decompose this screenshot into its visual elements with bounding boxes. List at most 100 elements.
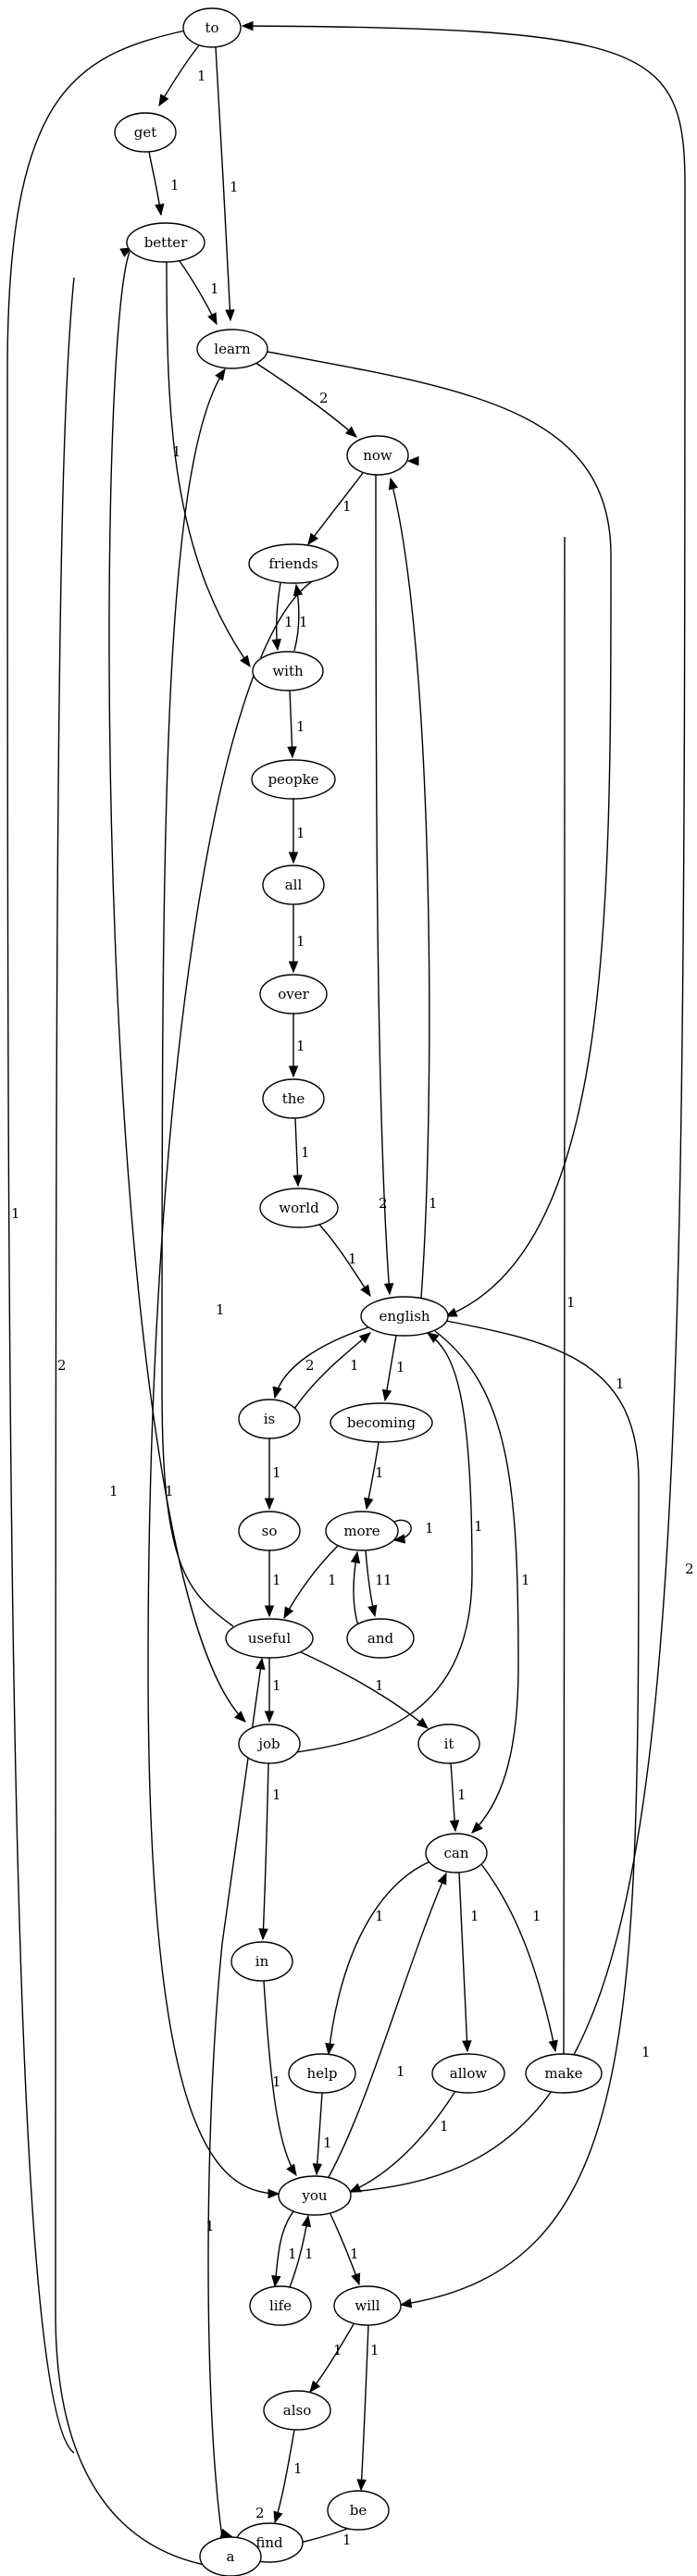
edge-it-to-can: 1 [449, 1762, 467, 1833]
edge-a-to-useful: 1 [205, 1657, 266, 2538]
node-learn: learn [196, 329, 268, 369]
arrowhead-icon [307, 532, 319, 546]
edge-line [400, 1320, 640, 2306]
edge-weight-label: 1 [641, 2044, 651, 2060]
edge-weight-label: 1 [272, 1786, 281, 1803]
node-ellipse [182, 7, 242, 48]
edge-line [458, 1872, 468, 2052]
edge-now-to-english: 2 [375, 474, 394, 1296]
edge-line [316, 2092, 323, 2175]
edge-weight-label: 1 [284, 614, 293, 630]
node-ellipse [425, 1833, 488, 1873]
edge-weight-label: 1 [197, 68, 206, 84]
edge-weight-label: 1 [370, 2342, 380, 2358]
edge-line [318, 1224, 371, 1297]
edge-to-to-find: 1 [6, 30, 233, 2538]
edge-weight-label: 1 [296, 1038, 305, 1054]
edge-better-to-with: 1 [166, 261, 251, 668]
edge-job-to-english: 1 [295, 1332, 483, 1753]
node-label: is [264, 1411, 276, 1427]
edge-can-to-allow: 1 [458, 1872, 479, 2053]
node-better: better [126, 222, 205, 263]
node-get: get [114, 112, 177, 153]
edge-line [300, 1651, 429, 1729]
edge-weight-label: 1 [457, 1786, 467, 1803]
edge-weight-label: 1 [216, 1301, 225, 1318]
node-label: also [283, 2402, 311, 2419]
edge-line [274, 1326, 369, 1399]
edge-weight-label: 1 [305, 2246, 314, 2262]
edge-weight-label: 1 [396, 2063, 405, 2080]
node-label: be [350, 2502, 367, 2519]
edge-line [147, 578, 317, 2195]
edge-also-to-find: 1 [273, 2429, 303, 2524]
node-allow: allow [431, 2053, 505, 2094]
edge-line [267, 351, 612, 1317]
node-be: be [327, 2490, 390, 2531]
edge-so-to-useful: 1 [264, 1549, 281, 1618]
edge-line [161, 368, 234, 1627]
node-label: now [363, 447, 392, 464]
node-you: you [278, 2175, 352, 2216]
node-more: more [325, 1511, 399, 1551]
edge-weight-label: 1 [288, 2246, 297, 2262]
edge-can-to-help: 1 [325, 1860, 431, 2056]
edge-weight-label: 2 [305, 1357, 315, 1374]
edge-weight-label: 1 [323, 2134, 332, 2151]
node-ellipse [259, 974, 328, 1014]
arrowhead-icon [264, 1711, 275, 1724]
arrowhead-icon [406, 455, 419, 467]
edge-weight-label: 1 [301, 1144, 310, 1161]
arrowhead-icon [255, 1657, 266, 1671]
arrowhead-icon [360, 1284, 371, 1298]
edge-weight-label: 1 [532, 1908, 541, 1924]
edge-weight-label: 1 [383, 1572, 392, 1588]
edge-weight-label: 2 [57, 1357, 67, 1374]
node-label: can [443, 1845, 468, 1861]
node-ellipse [238, 1511, 301, 1551]
edge-line [158, 44, 200, 106]
arrowhead-icon [240, 654, 251, 668]
edge-weight-label: 1 [425, 1520, 434, 1537]
node-job: job [238, 1724, 301, 1764]
node-ellipse [346, 1618, 415, 1659]
edge-english-to-is: 2 [272, 1326, 369, 1400]
node-ellipse [360, 1296, 449, 1337]
arrowhead-icon [158, 93, 169, 107]
edge-weight-label: 1 [296, 718, 305, 735]
node-label: better [144, 234, 188, 251]
arrowhead-icon [264, 1498, 275, 1511]
edge-learn-to-english: 1 [267, 351, 625, 1392]
edge-useful-to-job: 1 [264, 1657, 281, 1724]
edge-peopke-to-all: 1 [288, 799, 305, 865]
edge-weight-label: 1 [375, 1464, 384, 1481]
arrowhead-icon [207, 312, 218, 326]
edge-line [375, 474, 391, 1295]
arrowhead-icon [155, 203, 165, 217]
edge-line [307, 472, 364, 545]
node-ellipse [199, 2536, 262, 2576]
node-label: and [367, 1630, 394, 1647]
edge-weight-label: 1 [396, 1359, 405, 1375]
node-label: english [379, 1308, 429, 1325]
edge-weight-label: 1 [350, 2246, 359, 2262]
edge-is-to-english: 1 [293, 1332, 372, 1410]
edge-weight-label: 1 [521, 1572, 530, 1588]
edge-you-to-will: 1 [330, 2213, 361, 2286]
edge-weight-label: 1 [11, 1205, 20, 1222]
edge-now-to-friends: 1 [307, 472, 364, 546]
arrowhead-icon [272, 1386, 282, 1400]
edge-line [328, 1873, 447, 2178]
edge-weight-label: 1 [299, 614, 308, 630]
node-with: with [252, 651, 324, 691]
edge-weight-label: 1 [272, 1464, 281, 1481]
node-ellipse [417, 1724, 480, 1764]
edge-line [263, 1980, 297, 2176]
node-label: with [272, 663, 304, 679]
arrowhead-icon [364, 1497, 374, 1511]
edge-over-to-the: 1 [288, 1014, 305, 1078]
arrowhead-icon [234, 1711, 246, 1723]
edge-weight-label: 1 [165, 1483, 174, 1500]
